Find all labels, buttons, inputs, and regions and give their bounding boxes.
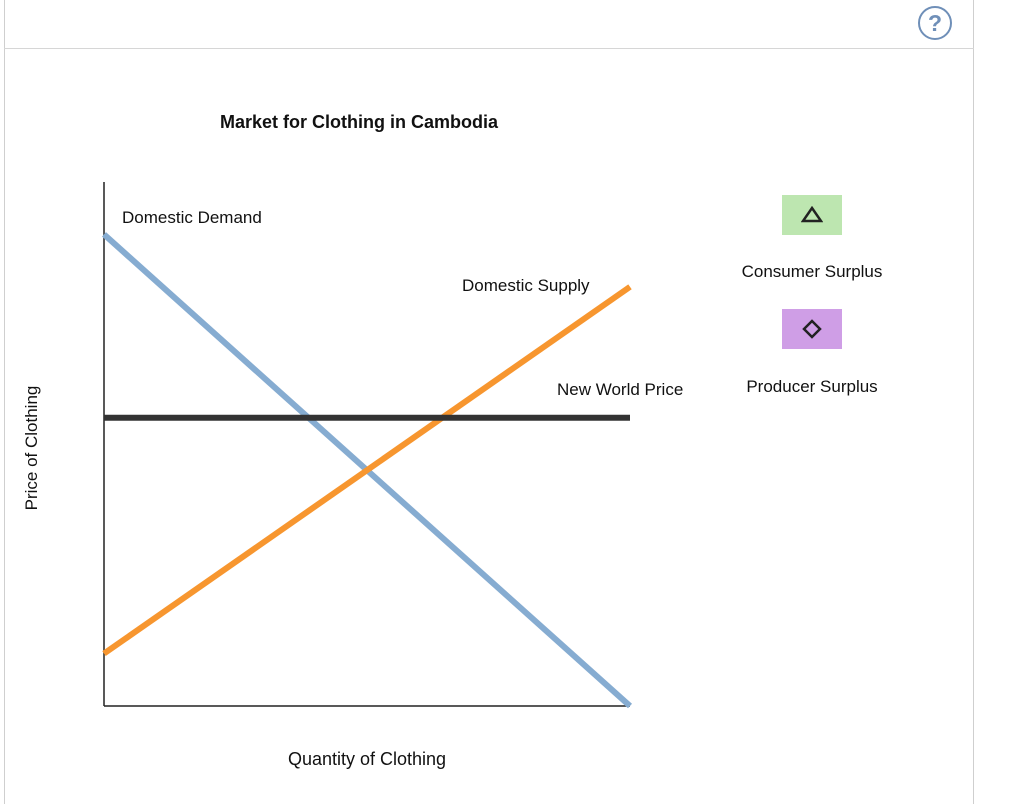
diamond-icon (802, 319, 822, 339)
help-button[interactable]: ? (918, 6, 952, 40)
consumer-surplus-label: Consumer Surplus (741, 262, 883, 281)
triangle-icon (801, 206, 823, 223)
question-panel (4, 0, 974, 804)
domestic-supply-label: Domestic Supply (462, 276, 590, 295)
new-world-price-label: New World Price (557, 380, 684, 399)
header-divider (4, 48, 974, 49)
x-axis-label: Quantity of Clothing (287, 749, 447, 769)
consumer-surplus-tool[interactable] (782, 195, 842, 235)
chart-title: Market for Clothing in Cambodia (220, 112, 499, 132)
producer-surplus-label: Producer Surplus (746, 377, 878, 396)
question-mark-icon: ? (927, 9, 943, 36)
series-layer (101, 232, 633, 709)
y-axis-label: Price of Clothing (22, 385, 41, 511)
domestic-demand-label: Domestic Demand (122, 208, 262, 227)
domestic-supply-line[interactable] (102, 284, 632, 657)
producer-surplus-tool[interactable] (782, 309, 842, 349)
